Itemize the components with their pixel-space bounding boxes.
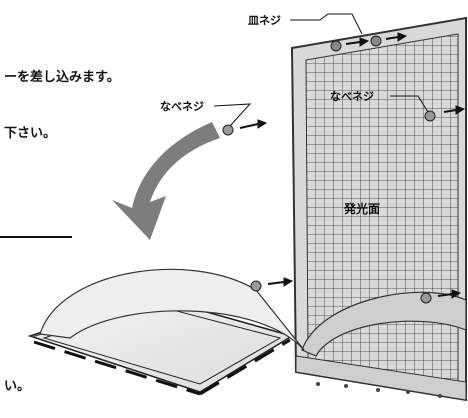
- instruction-line-2: 下さい。: [4, 126, 57, 141]
- direction-arrows: [239, 32, 466, 299]
- pan-head-screw-left: [222, 124, 234, 136]
- leader-lines: [213, 13, 429, 127]
- curved-arrow: [112, 122, 220, 240]
- pan-head-screw-panel: [424, 110, 436, 122]
- pan-head-screw-panel-lower: [420, 292, 432, 304]
- instruction-line-1: ーを差し込みます。: [4, 70, 120, 85]
- arc-screw: [250, 280, 262, 292]
- instruction-line-3: い。: [4, 379, 31, 394]
- light-panel: [290, 16, 467, 402]
- flat-head-screws: [330, 35, 382, 52]
- panel-arch: [301, 291, 467, 357]
- flex-sheet-arc: [39, 268, 305, 351]
- panel-bottom-band: [295, 355, 467, 401]
- label-pan-head-screw-panel: なべネジ: [330, 90, 374, 103]
- label-pan-head-screw-left: なべネジ: [160, 100, 204, 113]
- label-flat-head-screw: 皿ネジ: [248, 14, 281, 27]
- label-emitting-surface: 発光面: [344, 202, 381, 216]
